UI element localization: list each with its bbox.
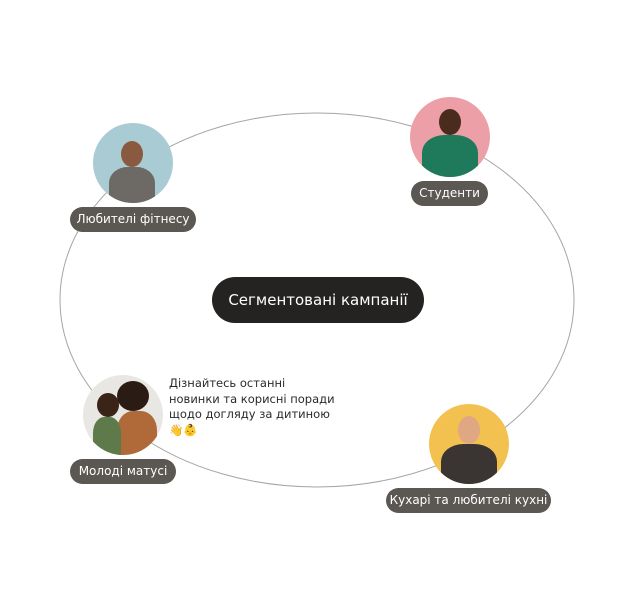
segment-label-students[interactable]: Студенти [411, 181, 488, 206]
avatar-fitness [93, 123, 173, 203]
segmented-campaigns-button[interactable]: Сегментовані кампанії [212, 277, 424, 323]
campaign-message: Дізнайтесь останні новинки та корисні по… [169, 376, 335, 437]
avatar-students [410, 97, 490, 177]
segment-label-fitness[interactable]: Любителі фітнесу [70, 207, 196, 232]
avatar-young-moms [83, 375, 163, 455]
avatar-cooks [429, 404, 509, 484]
segment-label-cooks[interactable]: Кухарі та любителі кухні [386, 488, 551, 513]
segment-label-young-moms[interactable]: Молоді матусі [70, 459, 176, 484]
